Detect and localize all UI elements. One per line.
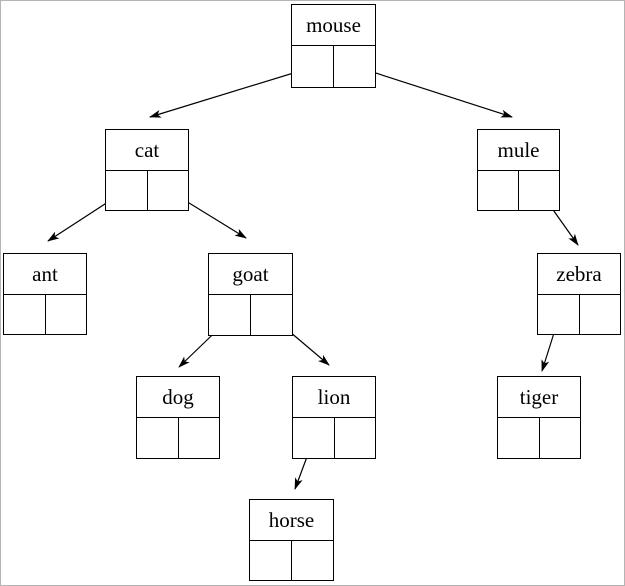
node-pointer-cells: [538, 295, 620, 334]
left-pointer-cell: [137, 418, 179, 458]
left-pointer-cell: [293, 418, 335, 458]
node-pointer-cells: [478, 171, 559, 210]
node-label-mule: mule: [478, 130, 559, 171]
right-pointer-cell: [519, 171, 559, 210]
left-pointer-cell: [4, 295, 46, 334]
node-label-lion: lion: [293, 377, 375, 418]
right-pointer-cell: [46, 295, 87, 334]
node-pointer-cells: [209, 295, 292, 335]
node-pointer-cells: [292, 46, 375, 87]
right-pointer-cell: [179, 418, 220, 458]
edge-mouse-left-cat: [149, 66, 314, 118]
right-pointer-cell: [334, 46, 375, 87]
node-pointer-cells: [293, 418, 375, 458]
right-pointer-cell: [540, 418, 581, 458]
right-pointer-cell: [335, 418, 376, 458]
node-label-zebra: zebra: [538, 254, 620, 295]
right-pointer-cell: [292, 541, 333, 580]
left-pointer-cell: [498, 418, 540, 458]
node-label-horse: horse: [250, 500, 333, 541]
right-pointer-cell: [148, 171, 189, 210]
node-pointer-cells: [498, 418, 580, 458]
left-pointer-cell: [209, 295, 251, 335]
node-label-goat: goat: [209, 254, 292, 295]
left-pointer-cell: [250, 541, 292, 580]
tree-node-horse: horse: [249, 499, 334, 581]
tree-node-zebra: zebra: [537, 253, 621, 335]
node-pointer-cells: [250, 541, 333, 580]
node-pointer-cells: [137, 418, 219, 458]
node-label-ant: ant: [4, 254, 86, 295]
right-pointer-cell: [251, 295, 292, 335]
tree-node-ant: ant: [3, 253, 87, 335]
tree-node-lion: lion: [292, 376, 376, 459]
node-label-dog: dog: [137, 377, 219, 418]
left-pointer-cell: [538, 295, 580, 334]
tree-node-mouse: mouse: [291, 4, 376, 88]
tree-node-mule: mule: [477, 129, 560, 211]
left-pointer-cell: [106, 171, 148, 210]
left-pointer-cell: [478, 171, 519, 210]
right-pointer-cell: [580, 295, 621, 334]
node-label-tiger: tiger: [498, 377, 580, 418]
edge-mouse-right-mule: [353, 65, 513, 118]
node-label-mouse: mouse: [292, 5, 375, 46]
node-pointer-cells: [106, 171, 188, 210]
left-pointer-cell: [292, 46, 334, 87]
tree-node-goat: goat: [208, 253, 293, 336]
node-label-cat: cat: [106, 130, 188, 171]
tree-node-cat: cat: [105, 129, 189, 211]
node-pointer-cells: [4, 295, 86, 334]
tree-node-dog: dog: [136, 376, 220, 459]
tree-node-tiger: tiger: [497, 376, 581, 459]
